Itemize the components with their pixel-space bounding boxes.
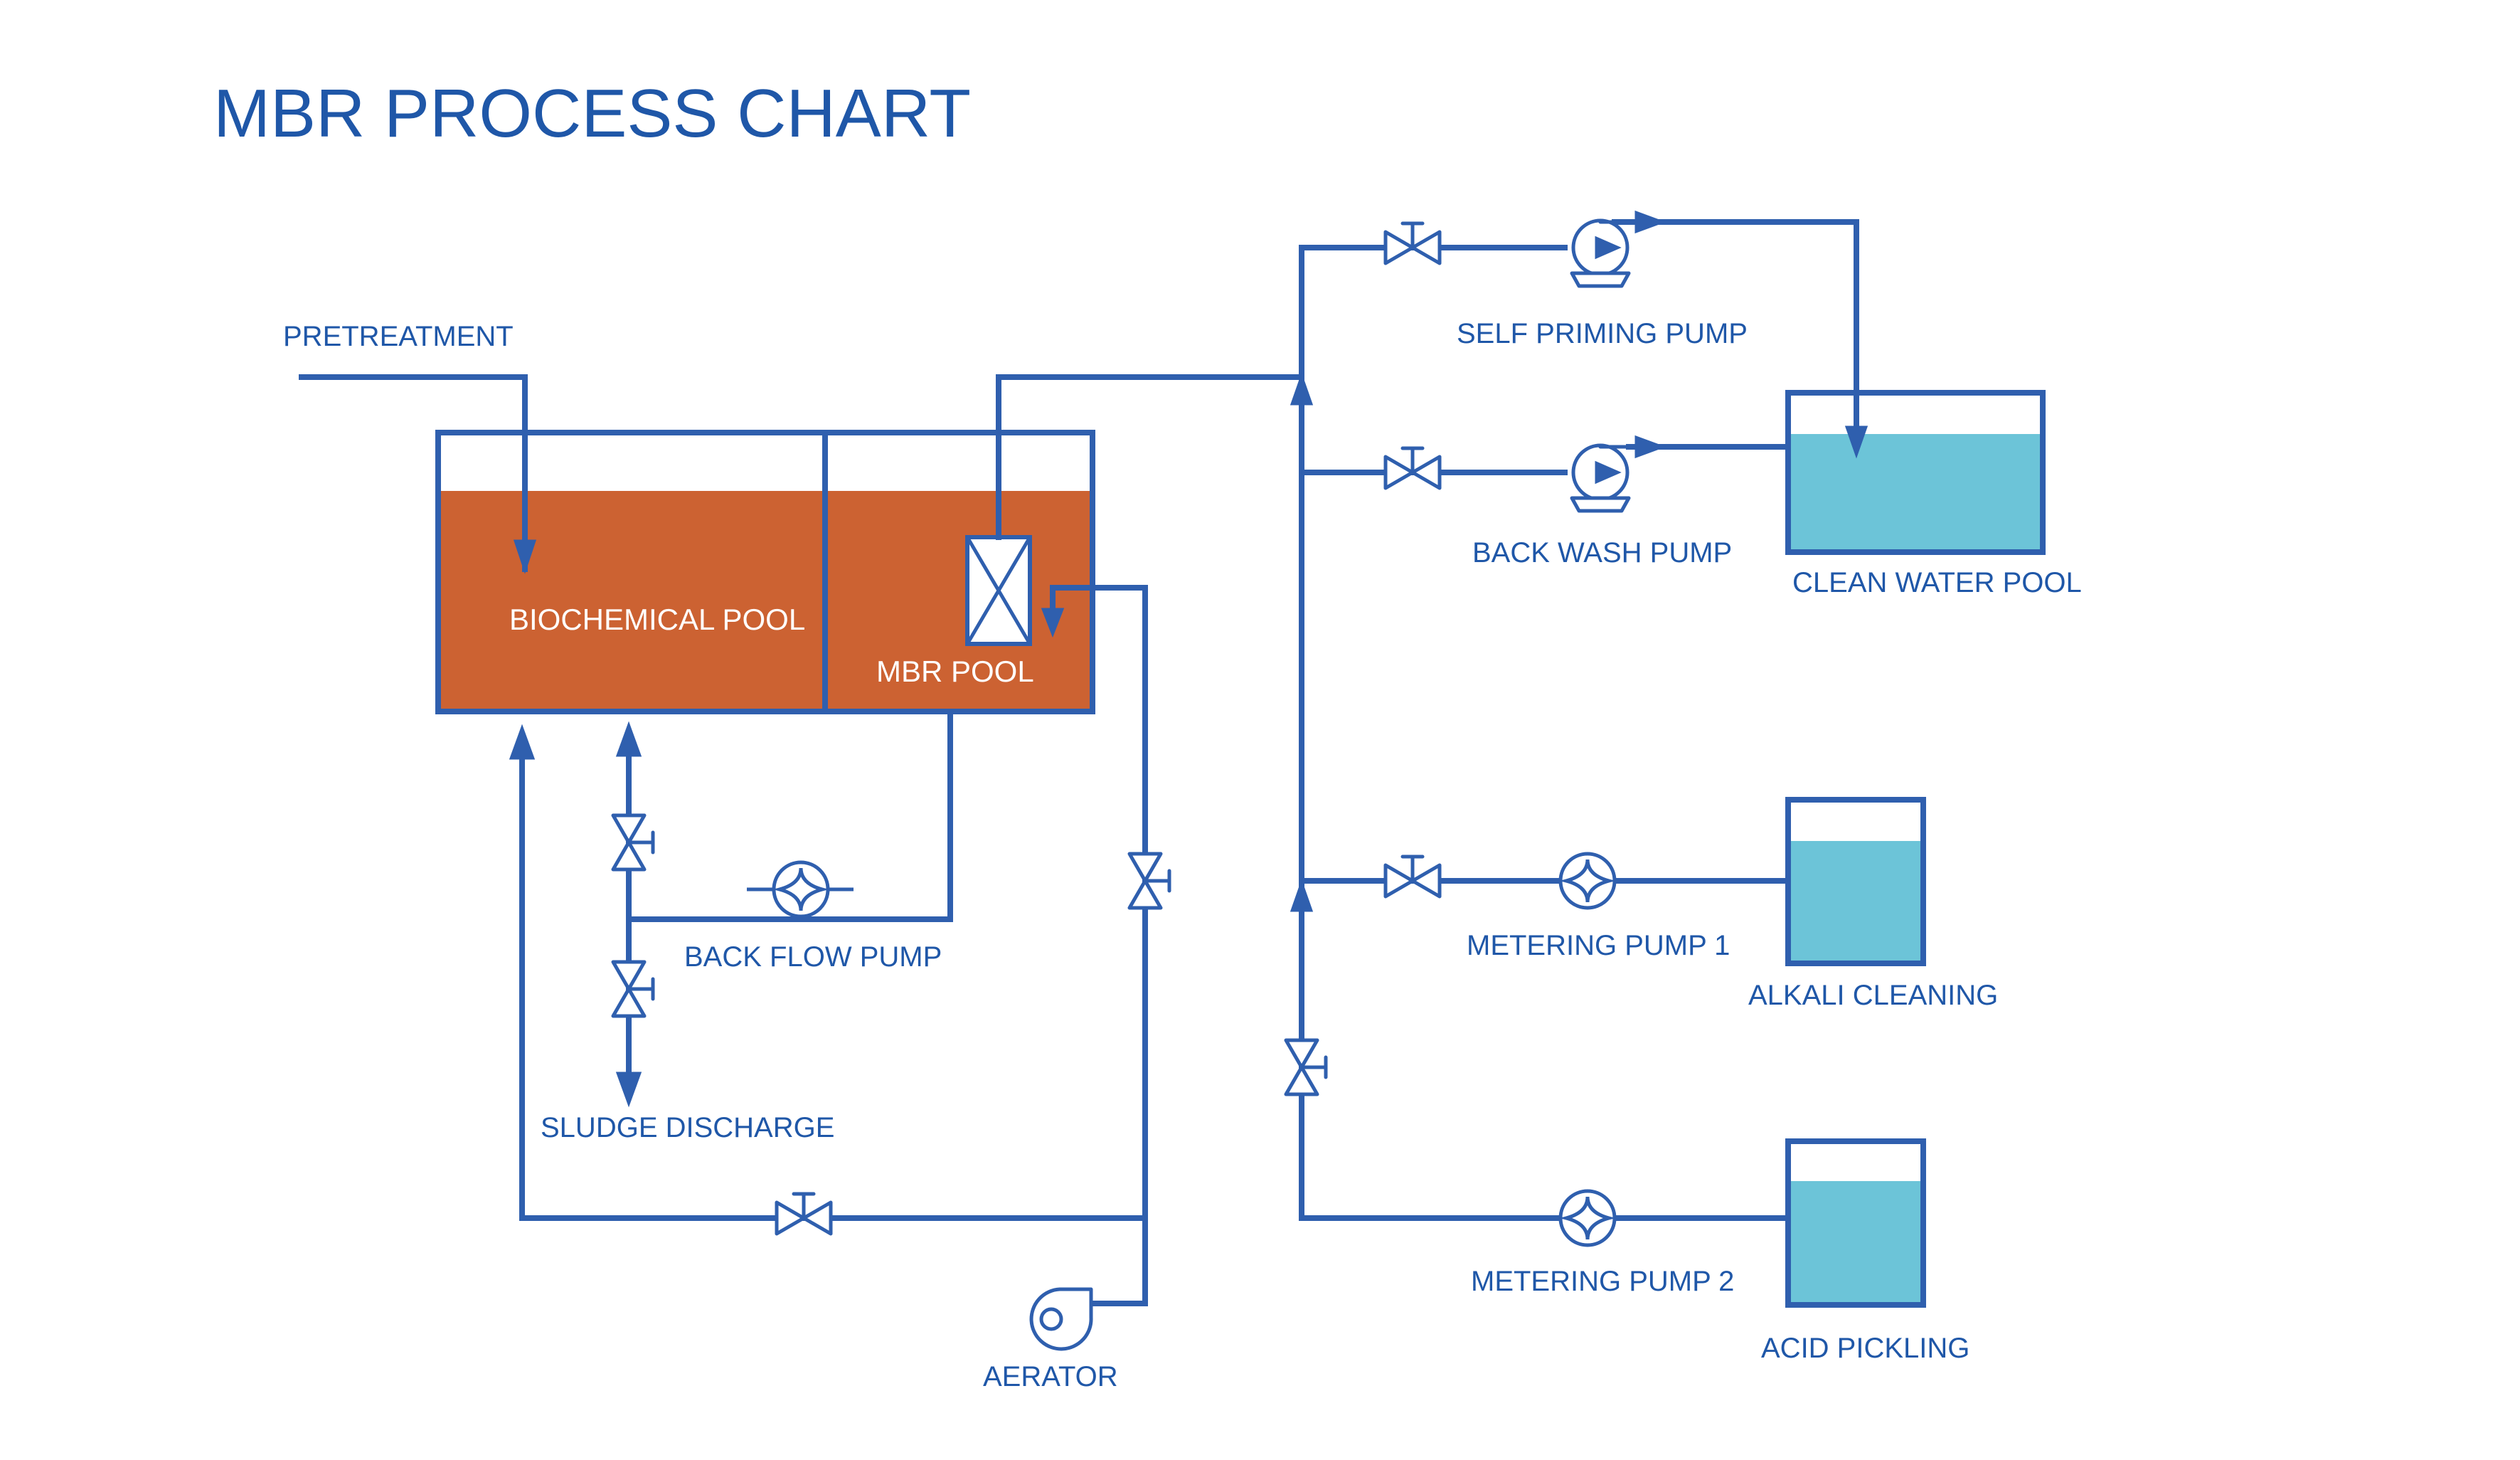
alkali-cleaning-tank <box>1785 797 1926 966</box>
aeration-valve[interactable] <box>777 1194 831 1234</box>
mbr-pool-label: MBR POOL <box>876 655 1034 688</box>
alkali-cleaning-label: ALKALI CLEANING <box>1748 980 1998 1011</box>
sludge-return-arrow <box>615 721 642 757</box>
pretreatment-pipe <box>299 374 528 572</box>
mbr-suction-pipe <box>996 374 1304 540</box>
acid-pickling-tank <box>1785 1138 1926 1308</box>
pretreatment-label: PRETREATMENT <box>283 321 514 352</box>
clean-water-pool-label: CLEAN WATER POOL <box>1792 567 2082 598</box>
header-arrow-1 <box>1290 372 1314 406</box>
metering-pump-2-label: METERING PUMP 2 <box>1471 1266 1734 1297</box>
page-title: MBR PROCESS CHART <box>213 75 971 152</box>
clean-water-inflow-arrow <box>1844 425 1868 459</box>
biochemical-aeration-pipe <box>519 733 1148 1221</box>
biochemical-aeration-arrow <box>509 724 536 760</box>
aerator-label: AERATOR <box>983 1361 1118 1392</box>
clean-water-pool <box>1785 390 2046 555</box>
aerator-blower <box>1029 1287 1093 1351</box>
metering-pump-1 <box>1561 854 1615 908</box>
back-wash-valve[interactable] <box>1386 448 1440 488</box>
biochemical-pool-label: BIOCHEMICAL POOL <box>509 603 805 636</box>
sludge-discharge-arrow <box>615 1072 642 1108</box>
back-wash-pump-label: BACK WASH PUMP <box>1472 537 1732 568</box>
back-flow-pipe <box>626 709 953 922</box>
self-priming-outlet-pipe <box>1612 219 1859 444</box>
aerator-valve[interactable] <box>1129 854 1169 908</box>
return-valve[interactable] <box>613 815 653 869</box>
sludge-discharge-label: SLUDGE DISCHARGE <box>541 1112 834 1143</box>
back-flow-pump <box>774 862 828 916</box>
header-valve[interactable] <box>1286 1040 1326 1094</box>
self-priming-valve[interactable] <box>1386 223 1440 263</box>
self-priming-pump-label: SELF PRIMING PUMP <box>1457 318 1748 349</box>
membrane-module <box>965 535 1032 646</box>
metering-1-valve[interactable] <box>1386 857 1440 896</box>
metering-pump-2 <box>1561 1191 1615 1245</box>
metering-pump-1-label: METERING PUMP 1 <box>1467 930 1730 961</box>
acid-pickling-label: ACID PICKLING <box>1761 1333 1969 1364</box>
back-flow-pump-label: BACK FLOW PUMP <box>684 941 942 973</box>
header-arrow-2 <box>1290 879 1314 912</box>
treatment-tank <box>435 430 1095 714</box>
sludge-valve[interactable] <box>613 962 653 1016</box>
aerator-pipe <box>1050 585 1148 1306</box>
pretreatment-arrow <box>513 539 537 574</box>
mbr-aeration-arrow <box>1041 608 1065 638</box>
